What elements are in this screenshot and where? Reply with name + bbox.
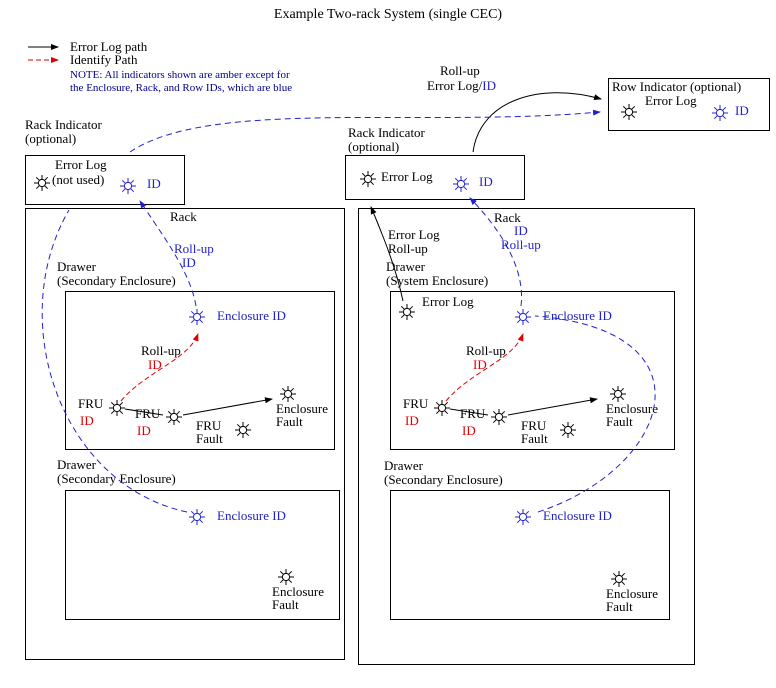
right-rack-indicator-error-log-label: Error Log — [381, 169, 433, 184]
left-drawer1-fru1-indicator-icon — [108, 399, 126, 417]
left-drawer1-fru-fault-label1: FRU — [196, 418, 222, 433]
row-indicator-id-label: ID — [735, 103, 749, 118]
right-drawer1-rollup-label2: ID — [473, 357, 487, 372]
left-drawer1-label2: (Secondary Enclosure) — [57, 273, 176, 288]
left-drawer1-enclosure-id-label: Enclosure ID — [217, 308, 286, 323]
right-drawer2-label2: (Secondary Enclosure) — [384, 472, 503, 487]
right-drawer2-enclosure-fault-label2: Fault — [606, 599, 633, 614]
right-drawer1-error-log-indicator-icon — [398, 303, 416, 321]
right-rack-indicator-id-label: ID — [479, 174, 493, 189]
right-drawer2-enclosure-fault-label1: Enclosure — [606, 586, 658, 601]
left-rack-indicator-title2: (optional) — [25, 131, 77, 146]
left-drawer1-enclosure-fault-label2: Fault — [276, 414, 303, 429]
left-rack-id-indicator-icon — [119, 177, 137, 195]
right-rack-indicator-box — [345, 155, 525, 200]
right-drawer1-fru1-id-label: ID — [405, 413, 419, 428]
left-drawer1-rollup-label1: Roll-up — [141, 343, 181, 358]
row-indicator-title: Row Indicator (optional) — [612, 79, 742, 94]
row-indicator-box — [608, 78, 770, 131]
left-drawer1-fru2-indicator-icon — [165, 408, 183, 426]
rollup-top-errorlog-text: Error Log/ — [427, 78, 483, 93]
left-rack-label: Rack — [170, 209, 197, 224]
row-id-indicator-icon — [711, 104, 729, 122]
right-rack-error-log-indicator-icon — [359, 170, 377, 188]
left-drawer2-label1: Drawer — [57, 457, 96, 472]
page-title: Example Two-rack System (single CEC) — [273, 7, 503, 22]
left-drawer2-enclosure-id-indicator-icon — [188, 508, 206, 526]
left-drawer1-label1: Drawer — [57, 259, 96, 274]
left-drawer2-enclosure-fault-label2: Fault — [272, 597, 299, 612]
left-rack-indicator-box — [25, 155, 185, 205]
left-drawer2-enclosure-fault-label1: Enclosure — [272, 584, 324, 599]
left-drawer1-enclosure-fault-label1: Enclosure — [276, 401, 328, 416]
legend-note-line1: NOTE: All indicators shown are amber exc… — [70, 69, 290, 81]
right-drawer2-box — [390, 490, 670, 620]
right-drawer2-enclosure-id-indicator-icon — [514, 508, 532, 526]
left-drawer1-fru2-id-label: ID — [137, 423, 151, 438]
left-drawer1-fru1-id-label: ID — [80, 413, 94, 428]
right-drawer1-enclosure-fault-label2: Fault — [606, 414, 633, 429]
left-drawer1-fru1-label: FRU — [78, 396, 104, 411]
legend-note-line2: the Enclosure, Rack, and Row IDs, which … — [70, 82, 293, 94]
left-drawer1-fru2-label: FRU — [135, 406, 161, 421]
left-rack-indicator-id-label: ID — [147, 176, 161, 191]
rollup-top-line1: Roll-up — [440, 63, 480, 78]
left-rack-error-log-indicator-icon — [33, 174, 51, 192]
right-drawer1-fru1-indicator-icon — [433, 399, 451, 417]
right-drawer1-fru1-label: FRU — [403, 396, 429, 411]
left-rack-indicator-error-log-label1: Error Log — [55, 157, 107, 172]
left-drawer2-enclosure-id-label: Enclosure ID — [217, 508, 286, 523]
right-drawer2-label1: Drawer — [384, 458, 423, 473]
left-drawer1-fru-fault-indicator-icon — [234, 421, 252, 439]
right-drawer1-error-log-label: Error Log — [422, 294, 474, 309]
right-rack-error-log-rollup-label2: Roll-up — [388, 241, 428, 256]
right-rack-id-rollup-label1: ID — [514, 223, 528, 238]
left-rack-indicator-error-log-label2: (not used) — [52, 172, 105, 187]
legend-identify-path-label: Identify Path — [70, 52, 138, 67]
left-rack-rollup-id-label1: Roll-up — [174, 241, 214, 256]
right-drawer1-fru-fault-label2: Fault — [521, 431, 548, 446]
rack-to-row-error-log-arrow — [472, 92, 602, 153]
left-drawer1-enclosure-id-indicator-icon — [188, 308, 206, 326]
right-drawer1-fru2-label: FRU — [460, 406, 486, 421]
left-drawer2-box — [65, 490, 340, 620]
right-drawer1-enclosure-id-label: Enclosure ID — [543, 308, 612, 323]
right-drawer1-enclosure-id-indicator-icon — [514, 308, 532, 326]
legend-error-log-path-label: Error Log path — [70, 39, 148, 54]
right-drawer1-fru-fault-indicator-icon — [559, 421, 577, 439]
rollup-top-line2: Error Log/ID — [427, 79, 496, 93]
rollup-top-id-text: ID — [482, 78, 496, 93]
right-drawer1-rollup-label1: Roll-up — [466, 343, 506, 358]
left-drawer1-fru-fault-label2: Fault — [196, 431, 223, 446]
left-rack-rollup-id-label2: ID — [182, 255, 196, 270]
row-error-log-indicator-icon — [620, 103, 638, 121]
right-drawer1-box — [390, 291, 675, 450]
right-drawer1-label2: (System Enclosure) — [386, 273, 489, 288]
right-drawer2-enclosure-id-label: Enclosure ID — [543, 508, 612, 523]
right-drawer1-fru2-id-label: ID — [462, 423, 476, 438]
right-rack-box — [358, 208, 695, 665]
right-rack-error-log-rollup-label1: Error Log — [388, 227, 440, 242]
row-indicator-error-log-label: Error Log — [645, 93, 697, 108]
left-rack-indicator-title1: Rack Indicator — [25, 117, 102, 132]
left-drawer1-rollup-label2: ID — [148, 357, 162, 372]
left-drawer2-label2: (Secondary Enclosure) — [57, 471, 176, 486]
right-drawer1-label1: Drawer — [386, 259, 425, 274]
right-drawer1-fru2-indicator-icon — [490, 408, 508, 426]
right-rack-id-indicator-icon — [452, 175, 470, 193]
right-rack-id-rollup-label2: Roll-up — [501, 237, 541, 252]
right-rack-indicator-title1: Rack Indicator — [348, 125, 425, 140]
right-rack-indicator-title2: (optional) — [348, 139, 400, 154]
